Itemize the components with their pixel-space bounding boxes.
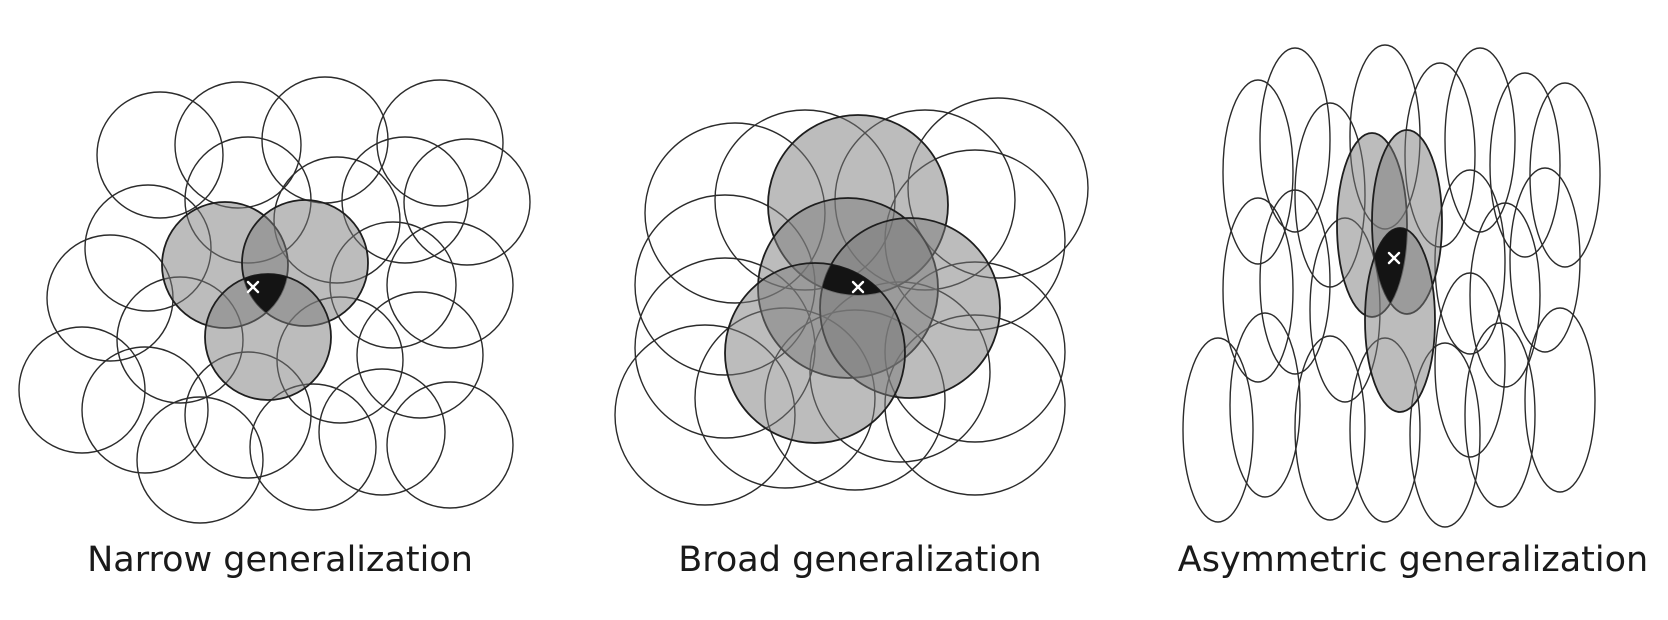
- broad-generalization-panel: [614, 97, 1089, 506]
- broad-test-point-marker: [851, 280, 865, 294]
- narrow-generalization-caption: Narrow generalization: [87, 540, 473, 580]
- asymmetric-overlap-region: [1372, 228, 1407, 314]
- asymmetric-generalization-panel: [1182, 44, 1601, 528]
- narrow-active-circles: [161, 199, 369, 401]
- asymmetric-test-point-marker: [1387, 251, 1401, 265]
- broad-generalization-caption: Broad generalization: [678, 540, 1042, 580]
- broad-active-circles: [724, 114, 1001, 444]
- narrow-test-point-marker: [246, 280, 260, 294]
- narrow-generalization-panel: [18, 76, 531, 524]
- asymmetric-generalization-caption: Asymmetric generalization: [1177, 540, 1649, 580]
- asymmetric-active-ellipses: [1336, 129, 1443, 413]
